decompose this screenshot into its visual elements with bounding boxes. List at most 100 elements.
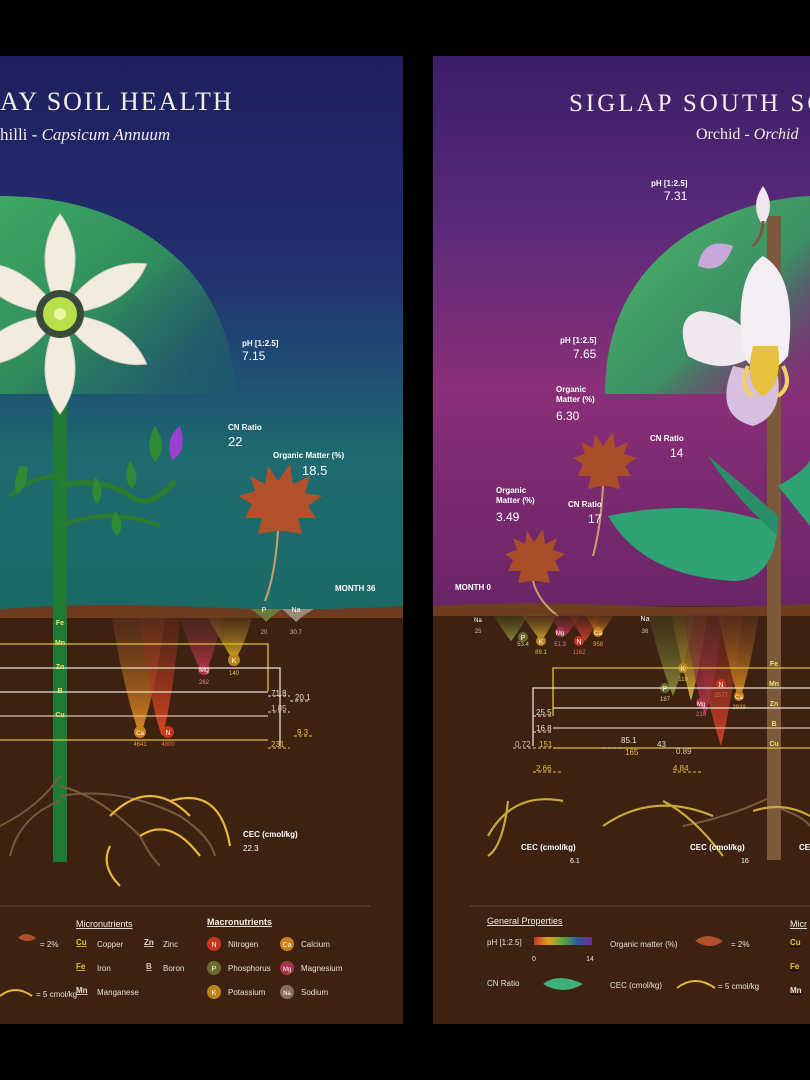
peak-val: 187 bbox=[660, 697, 671, 703]
ph-value: 7.65 bbox=[573, 347, 597, 361]
surface-val: 1162 bbox=[573, 650, 587, 656]
cec-value: 16 bbox=[741, 858, 749, 865]
peak-potassium bbox=[208, 618, 252, 662]
cec-value: 6.1 bbox=[570, 858, 580, 865]
ph-scale-bar bbox=[534, 937, 592, 945]
peak-sym: N bbox=[718, 682, 723, 689]
poster-subtitle: hilli - Capsicum Annuum bbox=[0, 125, 170, 144]
micro-value: 2.66 bbox=[536, 764, 552, 773]
cec-label: CEC (cmol/kg) bbox=[243, 830, 298, 839]
legend-om-eq: = 2% bbox=[40, 940, 58, 949]
surface-sodium bbox=[282, 609, 314, 622]
surface-sym: N bbox=[576, 639, 581, 646]
stem-nutrient-mn: Mn bbox=[769, 681, 779, 688]
micro-value: 231 bbox=[271, 740, 285, 749]
legend-cec-eq: = 5 cmol/kg bbox=[718, 982, 759, 991]
micro-value: 20.1 bbox=[295, 693, 311, 702]
surface-val: 51.3 bbox=[554, 642, 566, 648]
ph-scale-min: 0 bbox=[532, 956, 536, 963]
om-label: Matter (%) bbox=[496, 496, 535, 505]
leaf-legend-icon bbox=[18, 934, 36, 941]
legend-macro-name: Nitrogen bbox=[228, 940, 258, 949]
legend-name: Manganese bbox=[97, 988, 139, 997]
legend-macro-name: Calcium bbox=[301, 940, 330, 949]
legend-name: Iron bbox=[97, 964, 111, 973]
micro-legend-title: Micr bbox=[790, 919, 807, 929]
stem-nutrient-cu: Cu bbox=[769, 741, 778, 748]
leaf-icon bbox=[126, 461, 137, 489]
surface-sym: Na bbox=[474, 618, 482, 624]
micro-value: 165 bbox=[625, 748, 639, 757]
stem-nutrient-zn: Zn bbox=[770, 701, 779, 708]
cec-value: 22.3 bbox=[243, 844, 259, 853]
legend-sym: Mn bbox=[790, 986, 802, 995]
micro-value: 4.84 bbox=[673, 764, 689, 773]
legend-name: Boron bbox=[163, 964, 184, 973]
micro-value: 1.85 bbox=[271, 704, 287, 713]
cec-label: CE bbox=[799, 843, 810, 852]
peak-val: 210 bbox=[696, 712, 707, 718]
ph-label: pH [1:2.5] bbox=[242, 339, 279, 348]
surface-value: 30.7 bbox=[290, 630, 302, 636]
cn-value: 17 bbox=[588, 512, 602, 526]
organic-matter-leaf-icon bbox=[573, 432, 637, 557]
micro-value: 25.5 bbox=[536, 708, 552, 717]
organic-matter-leaf-icon bbox=[505, 529, 565, 617]
ph-scale-max: 14 bbox=[586, 956, 594, 963]
stem-nutrient-fe: Fe bbox=[770, 661, 778, 668]
cn-legend-leaf-icon bbox=[543, 978, 583, 990]
legend-macro-name: Sodium bbox=[301, 988, 328, 997]
ph-top-value: 7.31 bbox=[664, 189, 688, 203]
micro-value: 43 bbox=[657, 740, 666, 749]
surface-val: 89.1 bbox=[535, 650, 547, 656]
cn-label: CN Ratio bbox=[228, 423, 262, 432]
om-value: 3.49 bbox=[496, 510, 520, 524]
stem-nutrient-b: B bbox=[771, 721, 776, 728]
surface-val: 25 bbox=[475, 629, 482, 635]
peak-value: 262 bbox=[199, 680, 210, 686]
cn-label: CN Ratio bbox=[650, 434, 684, 443]
ph-value: 7.15 bbox=[242, 349, 266, 363]
surface-sym: Ca bbox=[594, 631, 602, 637]
legend-macro-sym: Mg bbox=[283, 967, 291, 973]
stem-nutrient-mn: Mn bbox=[55, 640, 65, 647]
legend-macro-sym: N bbox=[211, 942, 216, 949]
surface-symbol: P bbox=[262, 607, 267, 614]
poster-chilli: AY SOIL HEALTH hilli - Capsicum Annuum p… bbox=[0, 56, 403, 1024]
legend-sym: Fe bbox=[790, 962, 800, 971]
peak-symbol: Ca bbox=[136, 731, 144, 737]
organic-matter-leaf-icon bbox=[238, 464, 322, 602]
legend-macro-sym: P bbox=[212, 966, 217, 973]
month-label: MONTH 36 bbox=[335, 584, 376, 593]
stem-nutrient-b: B bbox=[57, 688, 62, 695]
micro-value: 16.8 bbox=[536, 724, 552, 733]
legend-om-eq: = 2% bbox=[731, 940, 749, 949]
poster-title: AY SOIL HEALTH bbox=[0, 87, 234, 116]
legend-cec-eq: = 5 cmol/kg bbox=[36, 990, 77, 999]
legend-om-label: Organic matter (%) bbox=[610, 940, 678, 949]
cn-label: CN Ratio bbox=[568, 500, 602, 509]
poster-subtitle: Orchid - Orchid bbox=[696, 126, 800, 143]
cec-arcs bbox=[487, 798, 810, 857]
stem-nutrient-zn: Zn bbox=[56, 664, 65, 671]
peak-sym: P bbox=[663, 686, 668, 693]
peak-nitrogen bbox=[140, 618, 180, 736]
leaf-icon bbox=[149, 426, 162, 462]
ph-label: pH [1:2.5] bbox=[560, 336, 597, 345]
legend-ph-label: pH [1:2.5] bbox=[487, 938, 522, 947]
micro-value: 85.1 bbox=[621, 736, 637, 745]
legend-name: Zinc bbox=[163, 940, 178, 949]
month-label: MONTH 0 bbox=[455, 583, 492, 592]
cec-legend-icon bbox=[676, 980, 716, 989]
cec-legend-icon bbox=[0, 989, 33, 997]
peak-value: 140 bbox=[229, 671, 240, 677]
micro-value: 0.89 bbox=[676, 747, 692, 756]
peak-val: 119 bbox=[678, 677, 688, 683]
peak-sym: K bbox=[681, 666, 686, 673]
legend-sym: Fe bbox=[76, 962, 86, 971]
poster-orchid: SIGLAP SOUTH SO Orchid - Orchid pH [1:2.… bbox=[433, 56, 810, 1024]
stem-nutrient-fe: Fe bbox=[56, 620, 64, 627]
surface-symbol: Na bbox=[292, 607, 301, 614]
om-label: Matter (%) bbox=[556, 395, 595, 404]
surface-val: 36 bbox=[642, 629, 649, 635]
